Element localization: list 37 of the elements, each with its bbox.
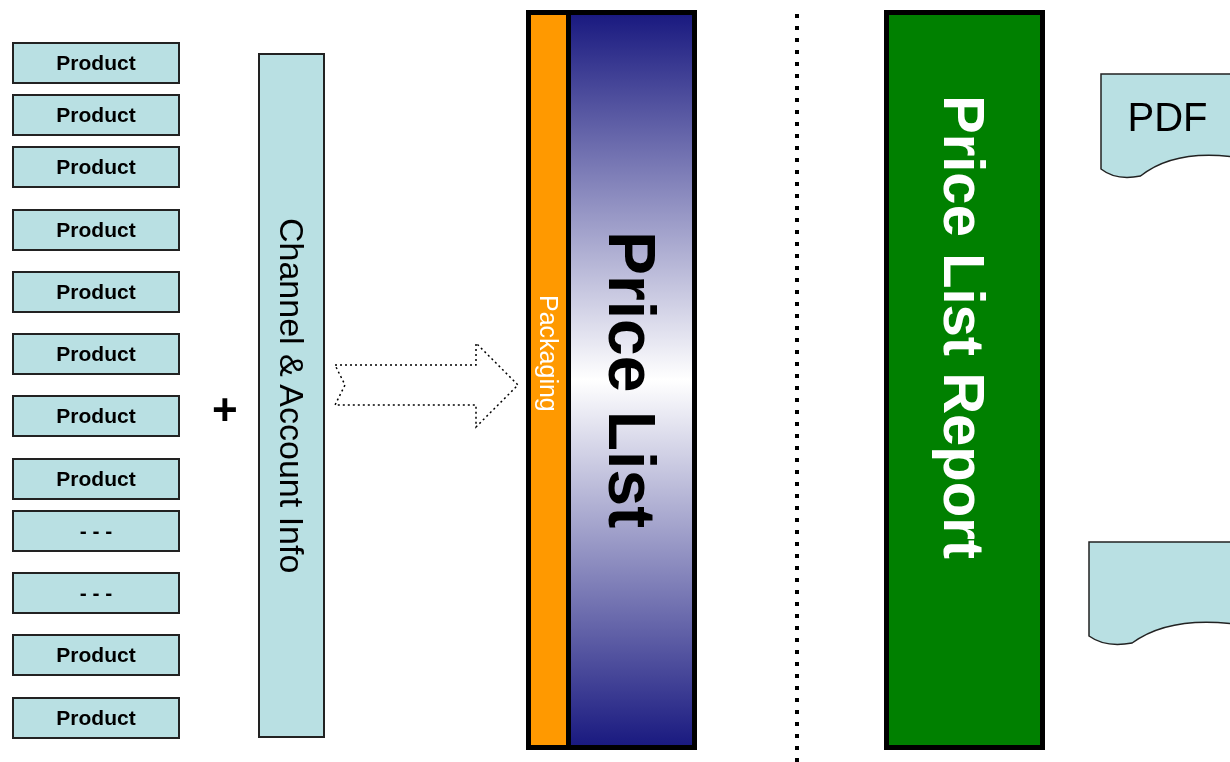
- product-box: [12, 94, 180, 136]
- node-text: Product: [56, 218, 136, 242]
- node-text: Product: [56, 155, 136, 179]
- product-box: [12, 458, 180, 500]
- node-text: Product: [56, 404, 136, 428]
- node-text: Product: [56, 467, 136, 491]
- product-box: [12, 271, 180, 313]
- node-text: Price List: [593, 231, 670, 529]
- product-box: [12, 395, 180, 437]
- product-box: [12, 510, 180, 552]
- product-box: [12, 634, 180, 676]
- block-arrow: [333, 341, 520, 429]
- node-text: Product: [56, 51, 136, 75]
- node-text: - - -: [79, 519, 113, 543]
- product-box: [12, 697, 180, 739]
- node-text: Price List Report: [931, 95, 998, 560]
- node-text: Channel & Account Info: [272, 217, 311, 574]
- price-list-bar: [526, 10, 697, 750]
- document-shape: [1100, 73, 1230, 179]
- info-bar: [258, 53, 325, 738]
- report-bar: [884, 10, 1045, 750]
- product-box: [12, 333, 180, 375]
- node-text: Product: [56, 103, 136, 127]
- node-text: - - -: [79, 581, 113, 605]
- document-shape: [1088, 541, 1230, 646]
- plus-sign: +: [212, 388, 238, 432]
- node-text: PDF: [1127, 95, 1208, 140]
- node-text: Product: [56, 643, 136, 667]
- product-box: [12, 572, 180, 614]
- product-box: [12, 42, 180, 84]
- node-text: Product: [56, 280, 136, 304]
- node-text: Product: [56, 342, 136, 366]
- node-text: Product: [56, 706, 136, 730]
- product-box: [12, 146, 180, 188]
- product-box: [12, 209, 180, 251]
- packaging-strip: [531, 15, 571, 745]
- node-text: Packaging: [534, 295, 563, 412]
